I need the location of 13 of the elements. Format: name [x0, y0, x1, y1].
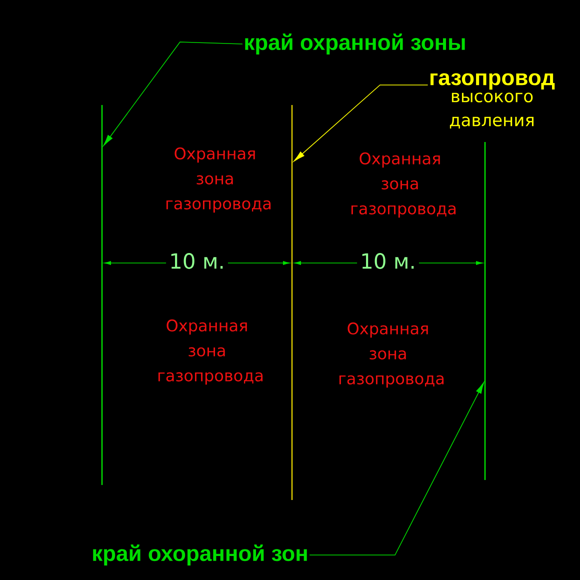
leader-line: [103, 42, 243, 146]
dimension-label: 10 м.: [166, 250, 228, 272]
zone-label: Охранная зона газопровода: [339, 322, 444, 388]
callout-text: край охранной зоны: [245, 34, 465, 54]
dimension-label: 10 м.: [357, 250, 419, 272]
leader-line: [309, 382, 484, 556]
zone-label: Охранная зона газопровода: [351, 152, 456, 218]
boundary-line: [291, 105, 293, 500]
zone-label: Охранная зона газопровода: [158, 319, 263, 385]
callout-text: край охоранной зон: [93, 544, 307, 566]
zone-label: Охранная зона газопровода: [166, 147, 271, 213]
leader-line: [294, 84, 428, 162]
callout-text: газопровод высокого давления: [430, 73, 555, 128]
